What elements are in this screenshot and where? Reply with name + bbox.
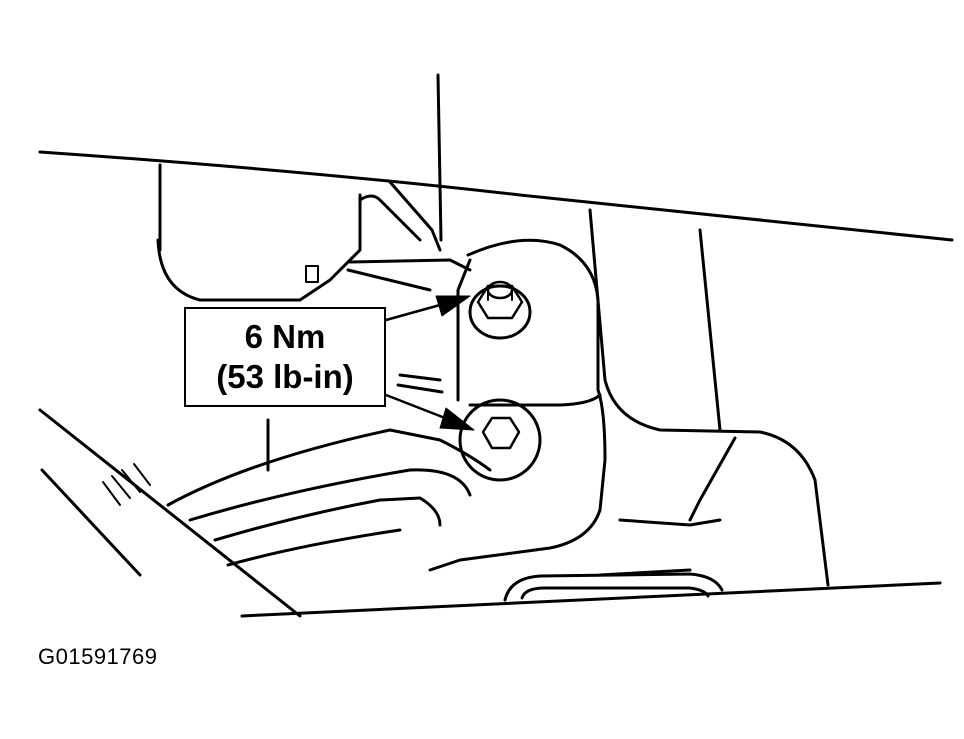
torque-imperial: (53 lb-in) [216, 358, 354, 395]
callout-arrows [384, 295, 475, 431]
torque-metric: 6 Nm [244, 318, 326, 355]
diagonal-member [38, 408, 302, 618]
figure-id: G01591769 [38, 644, 158, 669]
upper-bolt [468, 280, 532, 340]
background-structure [38, 73, 954, 618]
right-housing [503, 208, 830, 602]
lower-arrow-head [439, 407, 475, 431]
mounting-bracket [428, 238, 607, 572]
support-arm [166, 428, 492, 567]
torque-callout-box: 6 Nm (53 lb-in) [184, 307, 386, 407]
lower-bolt [458, 398, 542, 482]
upper-arrow-head [435, 295, 471, 317]
